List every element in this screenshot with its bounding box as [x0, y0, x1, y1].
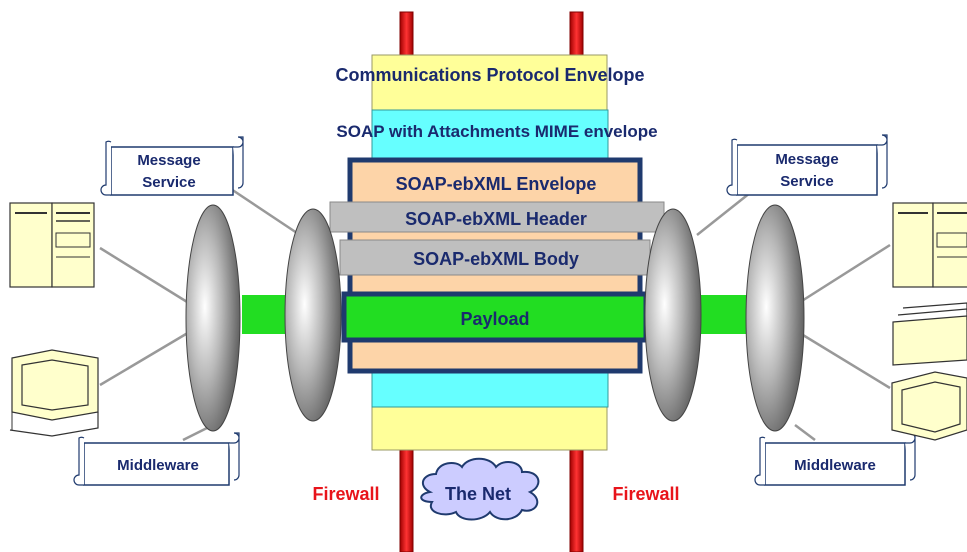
message-service-left-label: Message — [137, 152, 200, 169]
the-net-label: The Net — [445, 484, 511, 504]
mime-envelope-label: SOAP with Attachments MIME envelope — [336, 122, 657, 141]
scroll-banner-icon — [100, 136, 244, 196]
firewall-left-label: Firewall — [312, 484, 379, 504]
message-service-right-label: Service — [780, 173, 833, 190]
payload-label: Payload — [460, 309, 529, 329]
scroll-banner-icon — [754, 432, 916, 486]
monitor-icon — [9, 349, 99, 437]
soap-envelope-label: SOAP-ebXML Envelope — [396, 174, 597, 194]
document-stack-icon — [892, 302, 967, 366]
server-icon — [892, 202, 967, 288]
middleware-right-label: Middleware — [794, 457, 876, 474]
scroll-banner-icon — [73, 432, 240, 486]
lens-disc-icon — [284, 208, 342, 422]
monitor-icon — [891, 371, 967, 441]
message-service-left-label: Service — [142, 174, 195, 191]
soap-header-label: SOAP-ebXML Header — [405, 209, 587, 229]
message-service-right-label: Message — [775, 151, 838, 168]
server-icon — [9, 202, 95, 288]
soap-body — [339, 239, 651, 276]
soap-body-label: SOAP-ebXML Body — [413, 249, 579, 269]
lens-disc-icon — [185, 204, 241, 432]
lens-disc-icon — [644, 208, 702, 422]
scroll-banner-icon — [726, 134, 888, 196]
lens-disc-icon — [745, 204, 805, 432]
cloud-icon — [420, 457, 540, 521]
firewall-right-label: Firewall — [612, 484, 679, 504]
protocol-envelope-label: Communications Protocol Envelope — [335, 65, 644, 85]
middleware-left-label: Middleware — [117, 457, 199, 474]
